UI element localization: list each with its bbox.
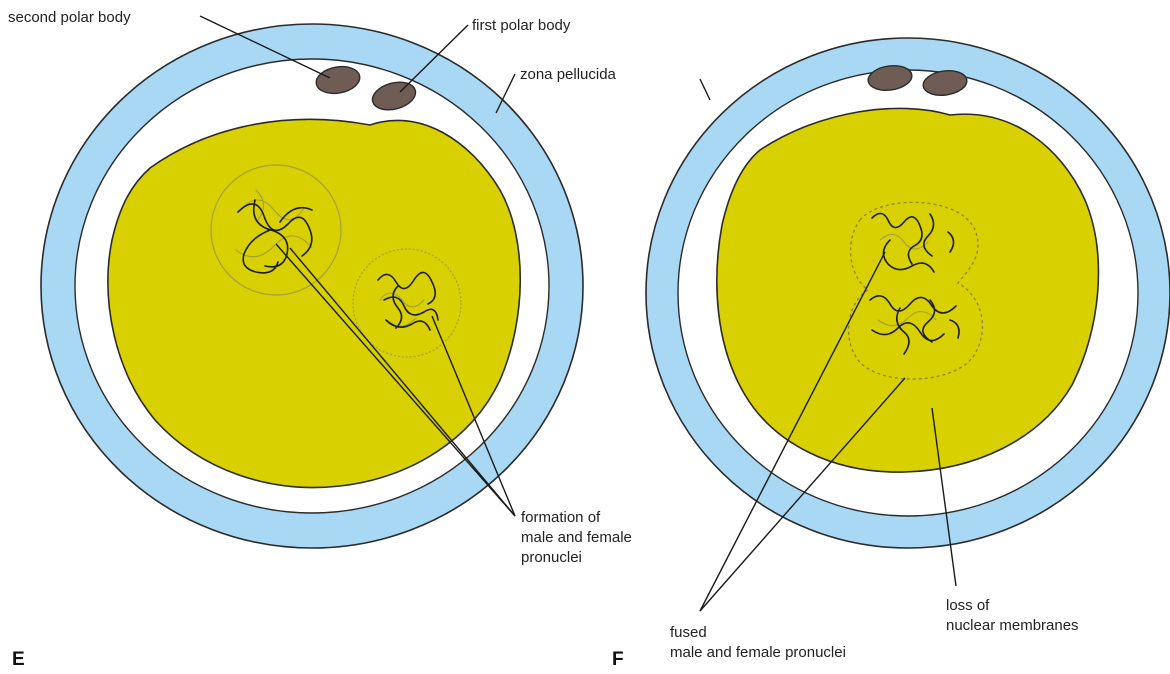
cytoplasm-e	[108, 119, 520, 487]
panel-letter-f: F	[612, 649, 624, 670]
label-fused-line1: fused	[670, 624, 707, 641]
cytoplasm-f	[717, 108, 1099, 472]
leader-zona-pellucida-f	[700, 79, 710, 100]
label-pronuclei-line2: male and female	[521, 529, 632, 546]
label-zona-pellucida: zona pellucida	[520, 66, 617, 83]
label-fused-line2: male and female pronuclei	[670, 644, 846, 661]
label-pronuclei-line3: pronuclei	[521, 549, 582, 566]
label-second-polar-body: second polar body	[8, 9, 131, 26]
label-pronuclei-line1: formation of	[521, 509, 601, 526]
label-loss-line2: nuclear membranes	[946, 617, 1079, 634]
panel-e: second polar body first polar body zona …	[8, 9, 632, 670]
panel-letter-e: E	[12, 649, 25, 670]
panel-f: fused male and female pronuclei loss of …	[612, 38, 1170, 670]
label-first-polar-body: first polar body	[472, 17, 571, 34]
label-loss-line1: loss of	[946, 597, 990, 614]
